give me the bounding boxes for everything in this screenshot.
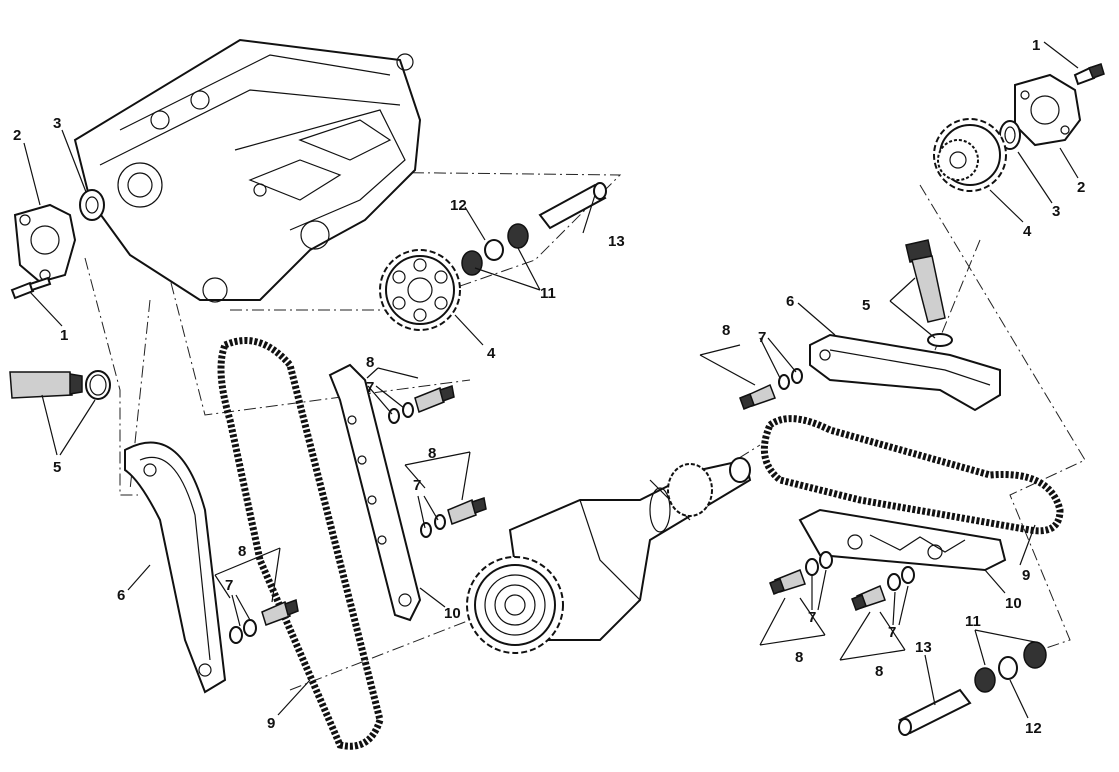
- chain-guide-left: [328, 363, 422, 622]
- label-8-lower-right-2: 8: [875, 663, 883, 680]
- pin-top-13: [538, 182, 607, 230]
- label-9-left: 9: [267, 715, 275, 732]
- label-5-left: 5: [53, 459, 61, 476]
- crankshaft-gear: [466, 556, 564, 654]
- label-2-top-left: 2: [13, 127, 21, 144]
- chain-tensioner-left: [9, 370, 111, 400]
- chain-slider-left: [124, 441, 227, 694]
- screw-set-right-2: [769, 551, 833, 595]
- screw-set-left-2: [420, 497, 487, 538]
- label-12-bottom: 12: [1025, 720, 1042, 737]
- label-8-mid-left: 8: [428, 445, 436, 462]
- label-7-lower-right-1: 7: [808, 609, 816, 626]
- label-8-low-left: 8: [238, 543, 246, 560]
- chain-tensioner-right: [905, 239, 953, 347]
- label-9-right: 9: [1022, 567, 1030, 584]
- label-13-bottom: 13: [915, 639, 932, 656]
- label-4-left: 4: [487, 345, 496, 362]
- washer-right-3: [999, 120, 1021, 150]
- part-labels: 2 3 1 5 6 12 13 11 4 8 7 8 7 8 7 10 9 1 …: [13, 37, 1085, 737]
- label-10-left: 10: [444, 605, 461, 622]
- timing-chain-right: [760, 415, 1064, 535]
- camshaft-sprocket-right: [933, 118, 1007, 192]
- timing-chain-left: [217, 337, 384, 750]
- label-8-upper-right: 8: [722, 322, 730, 339]
- label-10-right: 10: [1005, 595, 1022, 612]
- label-6-right: 6: [786, 293, 794, 310]
- cam-cover-left: [13, 203, 77, 284]
- label-7-lower-right-2: 7: [888, 624, 896, 641]
- label-8-upper-left: 8: [366, 354, 374, 371]
- bushings-top: [461, 223, 529, 276]
- chain-guide-right: [798, 508, 1007, 572]
- label-11-top: 11: [540, 285, 556, 302]
- label-1-left: 1: [60, 327, 68, 344]
- washer-left-3: [79, 189, 105, 221]
- bolt-right-1: [1073, 63, 1105, 86]
- label-2-right: 2: [1077, 179, 1085, 196]
- label-12-top: 12: [450, 197, 467, 214]
- screw-set-left-1: [388, 385, 455, 424]
- label-8-lower-right-1: 8: [795, 649, 803, 666]
- screw-set-right-3: [851, 566, 915, 611]
- cylinder-head: [73, 38, 422, 303]
- cam-cover-right: [1014, 73, 1082, 147]
- bushings-bottom: [974, 641, 1047, 693]
- label-11-bottom: 11: [965, 613, 981, 630]
- label-4-right: 4: [1023, 223, 1032, 240]
- leader-lines: [23, 41, 1079, 719]
- label-5-right: 5: [862, 297, 870, 314]
- chain-slider-right: [809, 333, 1001, 412]
- label-1-right: 1: [1032, 37, 1040, 54]
- pin-bottom-13: [898, 688, 972, 736]
- bolt-left-1: [10, 276, 52, 300]
- label-6-left: 6: [117, 587, 125, 604]
- label-7-low-left: 7: [225, 577, 233, 594]
- label-7-upper-right: 7: [758, 329, 766, 346]
- label-3-right: 3: [1052, 203, 1060, 220]
- label-13-top: 13: [608, 233, 625, 250]
- label-3-top-left: 3: [53, 115, 61, 132]
- screw-set-left-3: [229, 598, 299, 644]
- camshaft-sprocket-left: [379, 249, 461, 331]
- label-7-mid-left: 7: [413, 477, 421, 494]
- label-7-upper-left: 7: [366, 379, 374, 396]
- screw-set-right-1: [739, 368, 803, 410]
